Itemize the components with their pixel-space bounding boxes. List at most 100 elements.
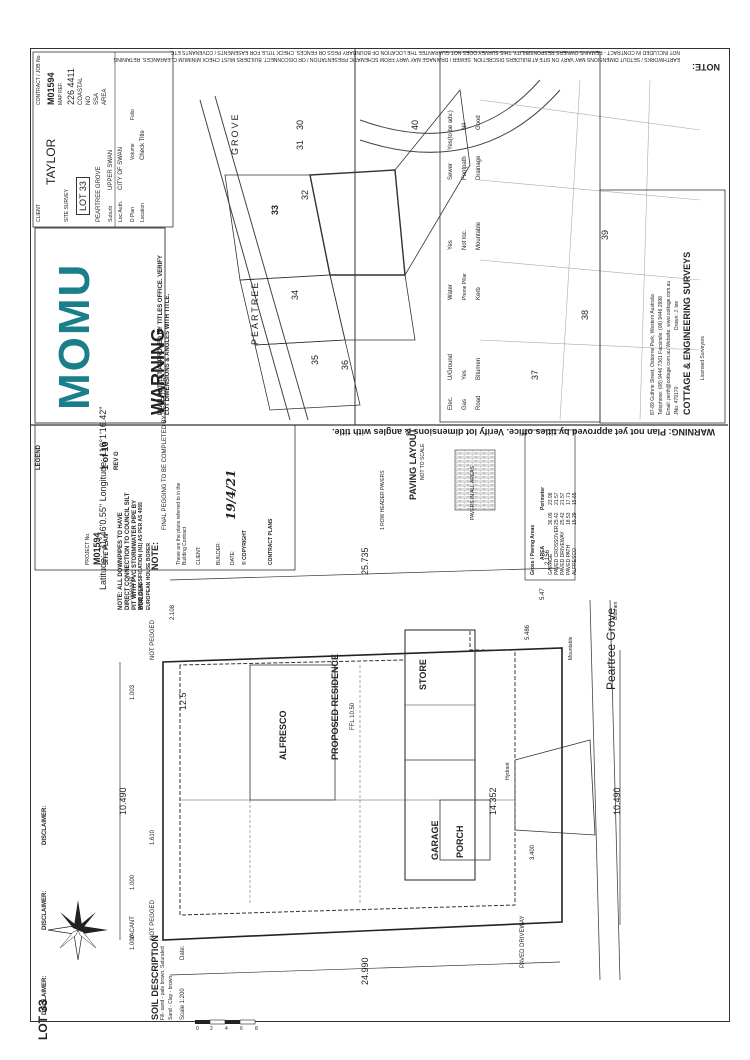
map-lot-40: 40 xyxy=(410,119,420,130)
survey-lot: LOT 33 xyxy=(76,177,90,215)
util-footpath-label: Footpath xyxy=(462,156,468,180)
util-sewer-label: Sewer xyxy=(448,162,454,180)
scale-bar xyxy=(195,1019,256,1025)
soil-scale: Scale 1:200 xyxy=(180,988,186,1020)
company-phone: Telephone: (08) 9446 7361 Facsimile: (08… xyxy=(658,296,664,415)
dim-left: 10.490 xyxy=(118,787,128,815)
dim-12-5: 12.5 xyxy=(178,692,188,710)
paving-title: PAVING LAYOUT xyxy=(408,428,418,500)
mountable-label: Mountable xyxy=(568,636,574,660)
sheet-border xyxy=(30,48,730,1022)
paving-nts: NOT TO SCALE xyxy=(420,443,426,480)
note-header: NOTE: xyxy=(692,62,720,72)
street-label: Peartree Grove xyxy=(604,607,618,690)
paving-all: PAVERS IN ALL AREAS xyxy=(470,466,476,520)
street-surface: Bitumen xyxy=(613,601,619,620)
util-water-val: Yes xyxy=(448,240,454,250)
areas-col-perimeter: Perimeter xyxy=(540,486,546,510)
contract-label: CONTRACT / JOB No. xyxy=(36,54,42,105)
map-lot-34: 34 xyxy=(290,289,300,300)
scale-mark-4: 4 xyxy=(225,1026,228,1032)
disclaimer-1: DISCLAIMER: xyxy=(42,975,48,1015)
ffl-label: FFL 10.50 xyxy=(350,702,356,730)
momu-logo: MOMU xyxy=(50,262,99,410)
map-lot-30: 30 xyxy=(295,119,305,130)
scale-mark-8: 8 xyxy=(255,1026,258,1032)
hydrant-label: Hydrant xyxy=(505,762,511,780)
sheet-no: 1 of 10 xyxy=(100,441,110,470)
site-survey: SITE SURVEY xyxy=(64,189,70,222)
util-phone-label: Phone Pillar xyxy=(462,273,468,300)
dim-2108: 2.108 xyxy=(170,604,176,620)
map-lot-33: 33 xyxy=(270,204,280,215)
soil-line1: Fill- sand - pale brown, Saturated xyxy=(160,946,166,1020)
dim-bottom: 24.990 xyxy=(360,957,370,985)
map-lot-32: 32 xyxy=(300,189,310,200)
client-label-survey: CLIENT xyxy=(36,204,42,222)
dim-1003: 1.003 xyxy=(130,684,136,700)
survey-street: PEARTREE GROVE xyxy=(96,166,102,222)
scale-mark-6: 6 xyxy=(240,1026,243,1032)
areas-row-4-name: ALFRESCO xyxy=(572,548,578,575)
util-elec-label: Elec. xyxy=(448,396,454,410)
project-no-label: PROJECT No. xyxy=(85,532,91,565)
local: CITY OF SWAN xyxy=(118,146,124,190)
date-value: 19/4/21 xyxy=(224,469,238,520)
dim-3400: 3.400 xyxy=(530,844,536,860)
porch-label: PORCH xyxy=(455,825,465,858)
areas-row-4-perim: 15.65 xyxy=(572,492,578,505)
util-gas-label: Gas xyxy=(462,398,468,410)
dim-1000a: 1.000 xyxy=(130,874,136,890)
contract-plans: CONTRACT PLANS xyxy=(268,518,274,565)
store-label: STORE xyxy=(418,659,428,690)
disclaimer-3: DISCLAIMER: xyxy=(42,805,48,845)
company-email: Email: perth@cottage.com.au Website: www… xyxy=(666,280,672,415)
dim-inner: 14.352 xyxy=(488,787,498,815)
util-kerb-val: Mountable xyxy=(476,221,482,250)
garage-label: GARAGE xyxy=(430,820,440,860)
util-phone-val: Not loc. xyxy=(462,229,468,250)
disclaimer-2: DISCLAIMER: xyxy=(42,890,48,930)
map-lot-39: 39 xyxy=(600,229,610,240)
volume-label: Volume xyxy=(130,143,136,160)
sheet-title: SITE PLAN xyxy=(104,533,110,565)
suburb: UPPER SWAN xyxy=(108,149,114,190)
date-label: DATE: xyxy=(230,550,236,565)
map-lot-36: 36 xyxy=(340,359,350,370)
coastal: COASTAL xyxy=(78,77,84,105)
folio-label: Folio xyxy=(130,109,136,120)
warning-small: WARNING: Plan not yet approved by titles… xyxy=(331,427,715,437)
company-job: JNo: 479170 xyxy=(674,386,680,415)
lot-boundary xyxy=(162,647,563,941)
util-kerb-label: Kerb xyxy=(476,287,482,300)
residence-label: PROPOSED RESIDENCE xyxy=(330,653,340,760)
builder-label: BUILDER: xyxy=(216,541,222,565)
note-header-text: EARTHWORKS / SETOUT DIMENSIONS MAY VARY … xyxy=(113,56,680,62)
legend-label: LEGEND xyxy=(36,444,42,470)
revision: REV G xyxy=(114,451,120,470)
euro-borer: EUROPEAN HOUSE BORER xyxy=(146,543,152,610)
scale-mark-2: 2 xyxy=(210,1026,213,1032)
local-label: Loc.Auth. xyxy=(118,200,124,222)
location-label: Location xyxy=(140,203,146,222)
paving-row: 1 ROW HEADER PAVERS xyxy=(380,470,386,530)
company-drawn: Drawn: J. lee xyxy=(674,300,680,330)
project-no: M01594 xyxy=(92,532,102,565)
check-title: Check Title xyxy=(140,130,146,160)
util-drainage-label: Drainage xyxy=(476,155,482,180)
warning-big-text: PLAN NOT YET APPROVED BY TITLES OFFICE. … xyxy=(158,255,171,415)
soil-line2: Sand - Clay - brown xyxy=(168,975,174,1020)
client-name: TAYLOR xyxy=(44,138,58,185)
vacant-bottom: VACANT xyxy=(130,916,136,940)
company-address: 87-89 Guthrie Street, Osborne Park, West… xyxy=(650,294,656,415)
util-road-val: Bitumen xyxy=(476,357,482,380)
suburb-label: Suburb xyxy=(108,205,114,222)
company-sub: Licensed Surveyors xyxy=(700,336,706,380)
company-name: COTTAGE & ENGINEERING SURVEYS xyxy=(682,251,692,415)
coastal-val: NO xyxy=(86,96,92,105)
dim-5486: 5.486 xyxy=(525,624,531,640)
driveway-label: PAVED DRIVEWAY xyxy=(520,915,526,968)
soil-title: SOIL DESCRIPTION xyxy=(150,935,160,1020)
dim-547: 5.47 xyxy=(540,588,546,600)
